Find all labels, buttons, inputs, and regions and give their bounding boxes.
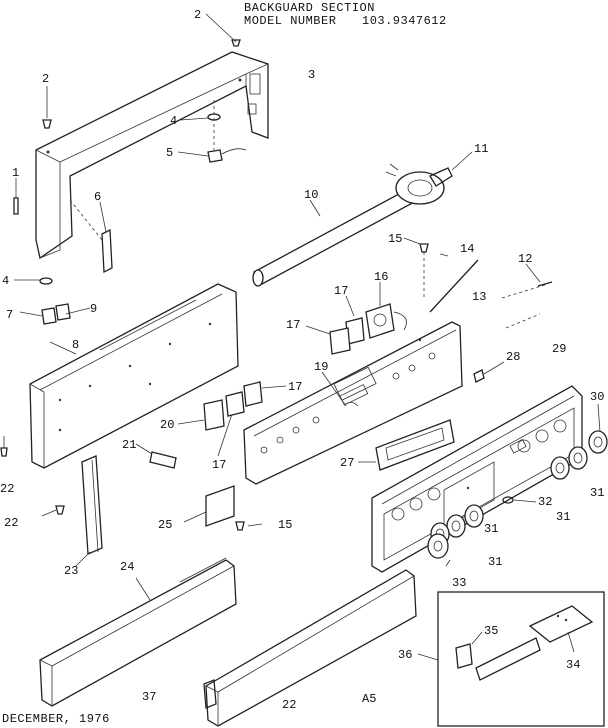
inset-box [417,591,605,727]
callout-labels: 2 3 2 4 5 1 6 11 10 15 14 12 4 7 9 17 16… [0,8,604,712]
callout-9: 9 [90,302,97,316]
backguard-frame [35,51,269,260]
callout-15: 15 [278,518,292,532]
nut-part-4-upper [179,100,221,150]
switch-part-17-right [243,381,287,407]
callout-14: 14 [460,242,474,256]
callout-22: 22 [0,482,14,496]
callout-17: 17 [212,458,226,472]
callout-3: 3 [308,68,315,82]
callout-19: 19 [314,360,328,374]
screw-part-28 [473,361,505,383]
callout-25: 25 [158,518,172,532]
footer-date: DECEMBER, 1976 [2,712,110,726]
knob-part-31-c [464,504,484,528]
header-model-number: 103.9347612 [362,14,447,28]
header-title: BACKGUARD SECTION [244,1,375,15]
callout-24: 24 [120,560,134,574]
screw-part-22-left [0,436,8,457]
callout-4: 4 [170,114,177,128]
callout-35: 35 [484,624,498,638]
callout-13: 13 [472,290,486,304]
timer-part-16 [365,282,407,339]
callout-10: 10 [304,188,318,202]
knob-part-33 [427,533,451,567]
screw-part-2-left [42,86,52,129]
switch-part-17-mid [305,325,351,355]
footer-page: A5 [362,692,376,706]
knob-part-30 [588,403,608,454]
callout-28: 28 [506,350,520,364]
plate-part-25 [183,485,235,527]
clip-part-7 [19,307,57,325]
window-part-27 [358,419,455,471]
lever-part-19 [321,371,359,407]
lower-trim-part-37 [203,569,417,727]
screw-part-15-lower [235,521,263,531]
callout-34: 34 [566,658,580,672]
knob-part-31-d [446,514,466,538]
callout-5: 5 [166,146,173,160]
nut-part-4-left [14,277,53,285]
callout-31: 31 [556,510,570,524]
screw-part-1 [13,178,19,215]
rod-part-14 [429,253,479,313]
callout-12: 12 [518,252,532,266]
callout-32: 32 [538,495,552,509]
callout-30: 30 [590,390,604,404]
callout-23: 23 [64,564,78,578]
header-model-label: MODEL NUMBER [244,14,336,28]
callout-17: 17 [286,318,300,332]
callout-31: 31 [484,522,498,536]
wire-part-12 [501,263,553,329]
callout-36: 36 [398,648,412,662]
knob-part-31-b [550,456,570,480]
callout-16: 16 [374,270,388,284]
screw-part-22-mid [41,505,65,517]
callout-7: 7 [6,308,13,322]
callout-4: 4 [2,274,9,288]
side-trim-part-23 [75,455,103,567]
callout-8: 8 [72,338,79,352]
callout-6: 6 [94,190,101,204]
callout-29: 29 [552,342,566,356]
callout-1: 1 [12,166,19,180]
callout-2: 2 [42,72,49,86]
callout-22: 22 [282,698,296,712]
screw-part-32 [502,496,537,504]
callout-2: 2 [194,8,201,22]
callout-31: 31 [590,486,604,500]
callout-15: 15 [388,232,402,246]
callout-37: 37 [142,690,156,704]
lamp-part-21 [135,443,177,469]
callout-11: 11 [474,142,488,156]
callout-21: 21 [122,438,136,452]
screw-part-2-top [205,13,241,47]
switch-part-20 [177,399,225,431]
lower-trim-part-24 [39,557,237,707]
callout-17: 17 [288,380,302,394]
bracket-part-6 [69,199,113,274]
callout-27: 27 [340,456,354,470]
rear-panel-part-8 [29,283,239,469]
knob-part-31-a [568,446,588,470]
clip-part-9 [55,303,91,321]
callout-31: 31 [488,555,502,569]
callout-22: 22 [4,516,18,530]
callout-20: 20 [160,418,174,432]
clip-part-5 [177,148,247,163]
screw-part-15-top [403,237,429,300]
callout-33: 33 [452,576,466,590]
lamp-socket-part-11 [385,151,473,205]
switch-part-17-lower [217,391,245,457]
callout-17: 17 [334,284,348,298]
